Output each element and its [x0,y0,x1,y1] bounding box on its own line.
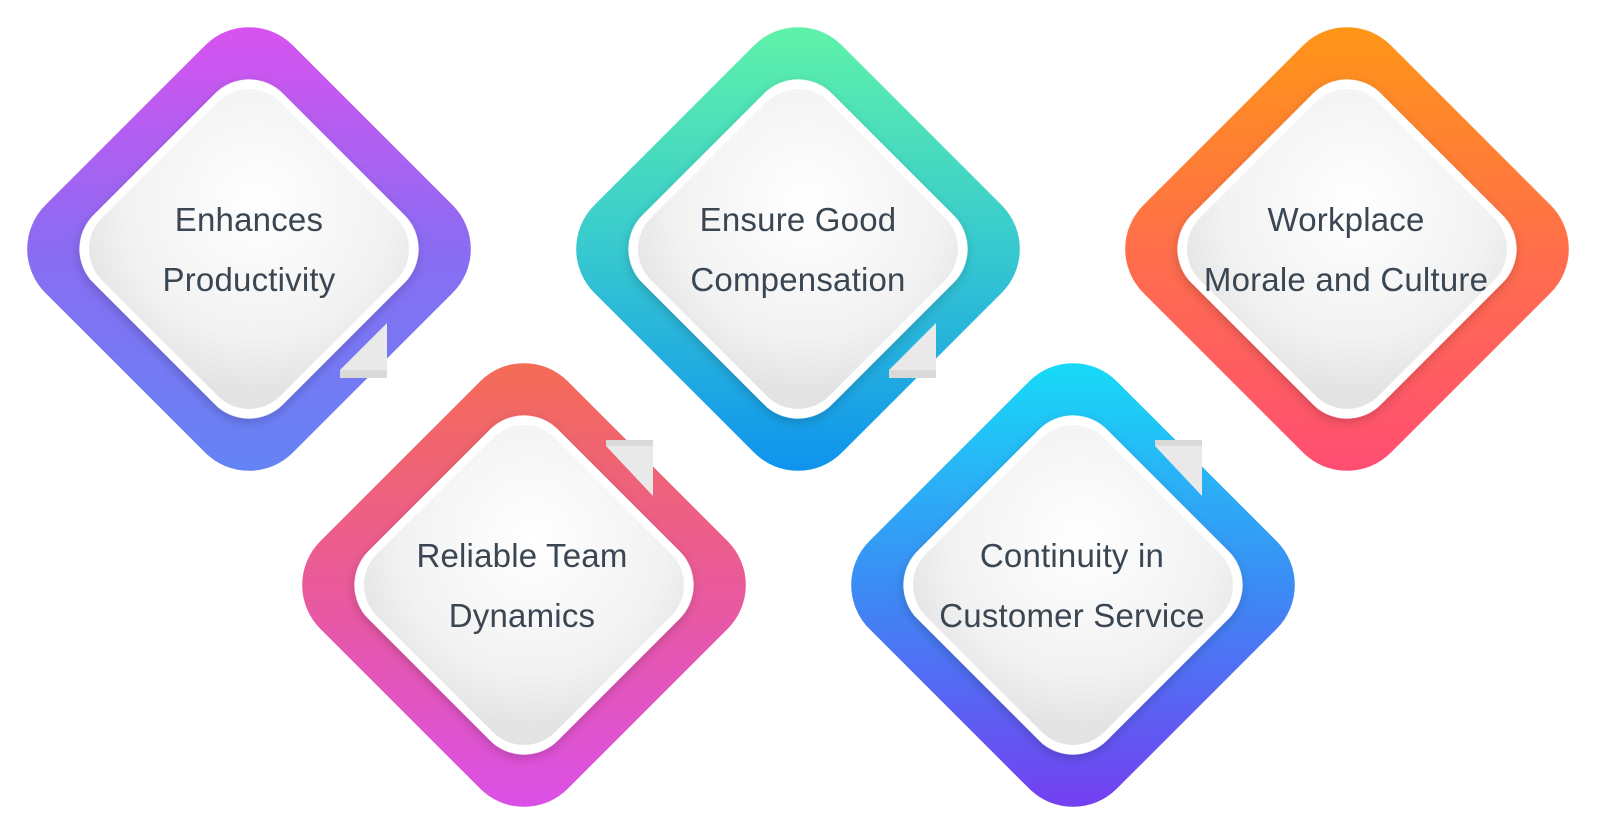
diamond-enhances-productivity [27,27,471,471]
label-line-1: Enhances [174,201,324,238]
label-enhances-productivity: Enhances Productivity [79,190,419,310]
label-line-1: Ensure Good [699,201,897,238]
diamond-workplace-morale [1125,27,1569,471]
label-line-2: Productivity [162,261,336,298]
label-line-2: Customer Service [939,597,1205,634]
label-line-1: Reliable Team [416,537,628,574]
diamond-reliable-team-dynamics [302,363,746,807]
label-ensure-good-compensation: Ensure Good Compensation [628,190,968,310]
label-continuity-customer-service: Continuity in Customer Service [902,526,1242,646]
label-line-1: Continuity in [979,537,1165,574]
fold-corner-1 [340,323,387,378]
label-line-2: Dynamics [448,597,596,634]
fold-corner-2 [889,323,936,378]
label-workplace-morale: Workplace Morale and Culture [1176,190,1516,310]
fold-corner-5 [1155,446,1202,496]
label-line-2: Morale and Culture [1203,261,1489,298]
label-line-2: Compensation [690,261,906,298]
label-reliable-team-dynamics: Reliable Team Dynamics [352,526,692,646]
label-line-1: Workplace [1267,201,1425,238]
fold-corner-4 [606,446,653,496]
